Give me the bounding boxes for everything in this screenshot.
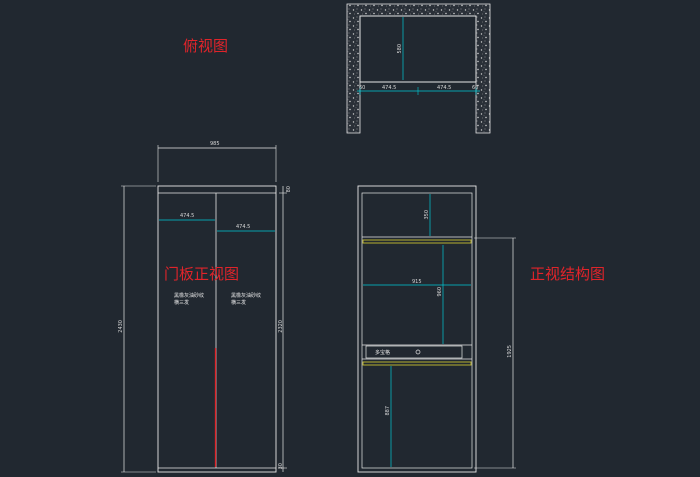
top-view-title: 俯视图 — [183, 37, 229, 55]
door-note-left: 黑橡灰油砂纹 横三发 — [174, 293, 204, 307]
drawer-label: 多宝格 — [375, 350, 391, 356]
top-view-half-left-label: 474.5 — [382, 85, 397, 91]
top-view-cabinet — [359, 15, 477, 83]
door-bottom-gap-label: 30 — [278, 463, 284, 470]
top-view — [346, 3, 491, 134]
structure-middle-compartment-label: 960 — [437, 287, 443, 297]
hanging-rail-upper — [362, 239, 472, 244]
door-height-label: 2320 — [278, 320, 284, 333]
hanging-rail-lower — [362, 361, 472, 366]
structure-inner-width-label: 915 — [412, 279, 422, 285]
structure-front-view-title: 正视结构图 — [530, 265, 606, 283]
structure-bottom-compartment-label: 887 — [385, 406, 391, 416]
structure-outline — [357, 185, 477, 473]
structure-inner — [361, 192, 473, 469]
top-view-depth-label: 580 — [397, 44, 403, 54]
door-top-gap-label: 80 — [286, 186, 292, 193]
door-overall-height-label: 2430 — [118, 320, 124, 333]
structure-front-view — [357, 185, 516, 473]
wall-hatch — [346, 3, 491, 134]
door-note-right-line1: 黑橡灰油砂纹 — [231, 293, 262, 299]
door-cabinet-outline — [157, 185, 277, 473]
drawer-knob — [415, 349, 421, 355]
structure-right-height-label: 1925 — [507, 345, 513, 358]
door-note-right: 黑橡灰油砂纹 横三发 — [231, 293, 261, 307]
door-half-width-left-label: 474.5 — [180, 213, 195, 219]
door-front-view — [121, 145, 287, 473]
door-note-right-line2: 横三发 — [231, 300, 247, 306]
door-overall-width-label: 985 — [210, 141, 220, 147]
structure-top-compartment-label: 350 — [424, 210, 430, 220]
drawer — [365, 345, 463, 359]
top-view-side-left-label: 60 — [359, 85, 366, 91]
door-half-width-right-label: 474.5 — [236, 224, 251, 230]
door-note-left-line2: 横三发 — [174, 300, 190, 306]
door-note-left-line1: 黑橡灰油砂纹 — [174, 293, 205, 299]
door-front-view-title: 门板正视图 — [164, 265, 240, 283]
top-view-half-right-label: 474.5 — [437, 85, 452, 91]
top-view-side-right-label: 60 — [472, 85, 479, 91]
